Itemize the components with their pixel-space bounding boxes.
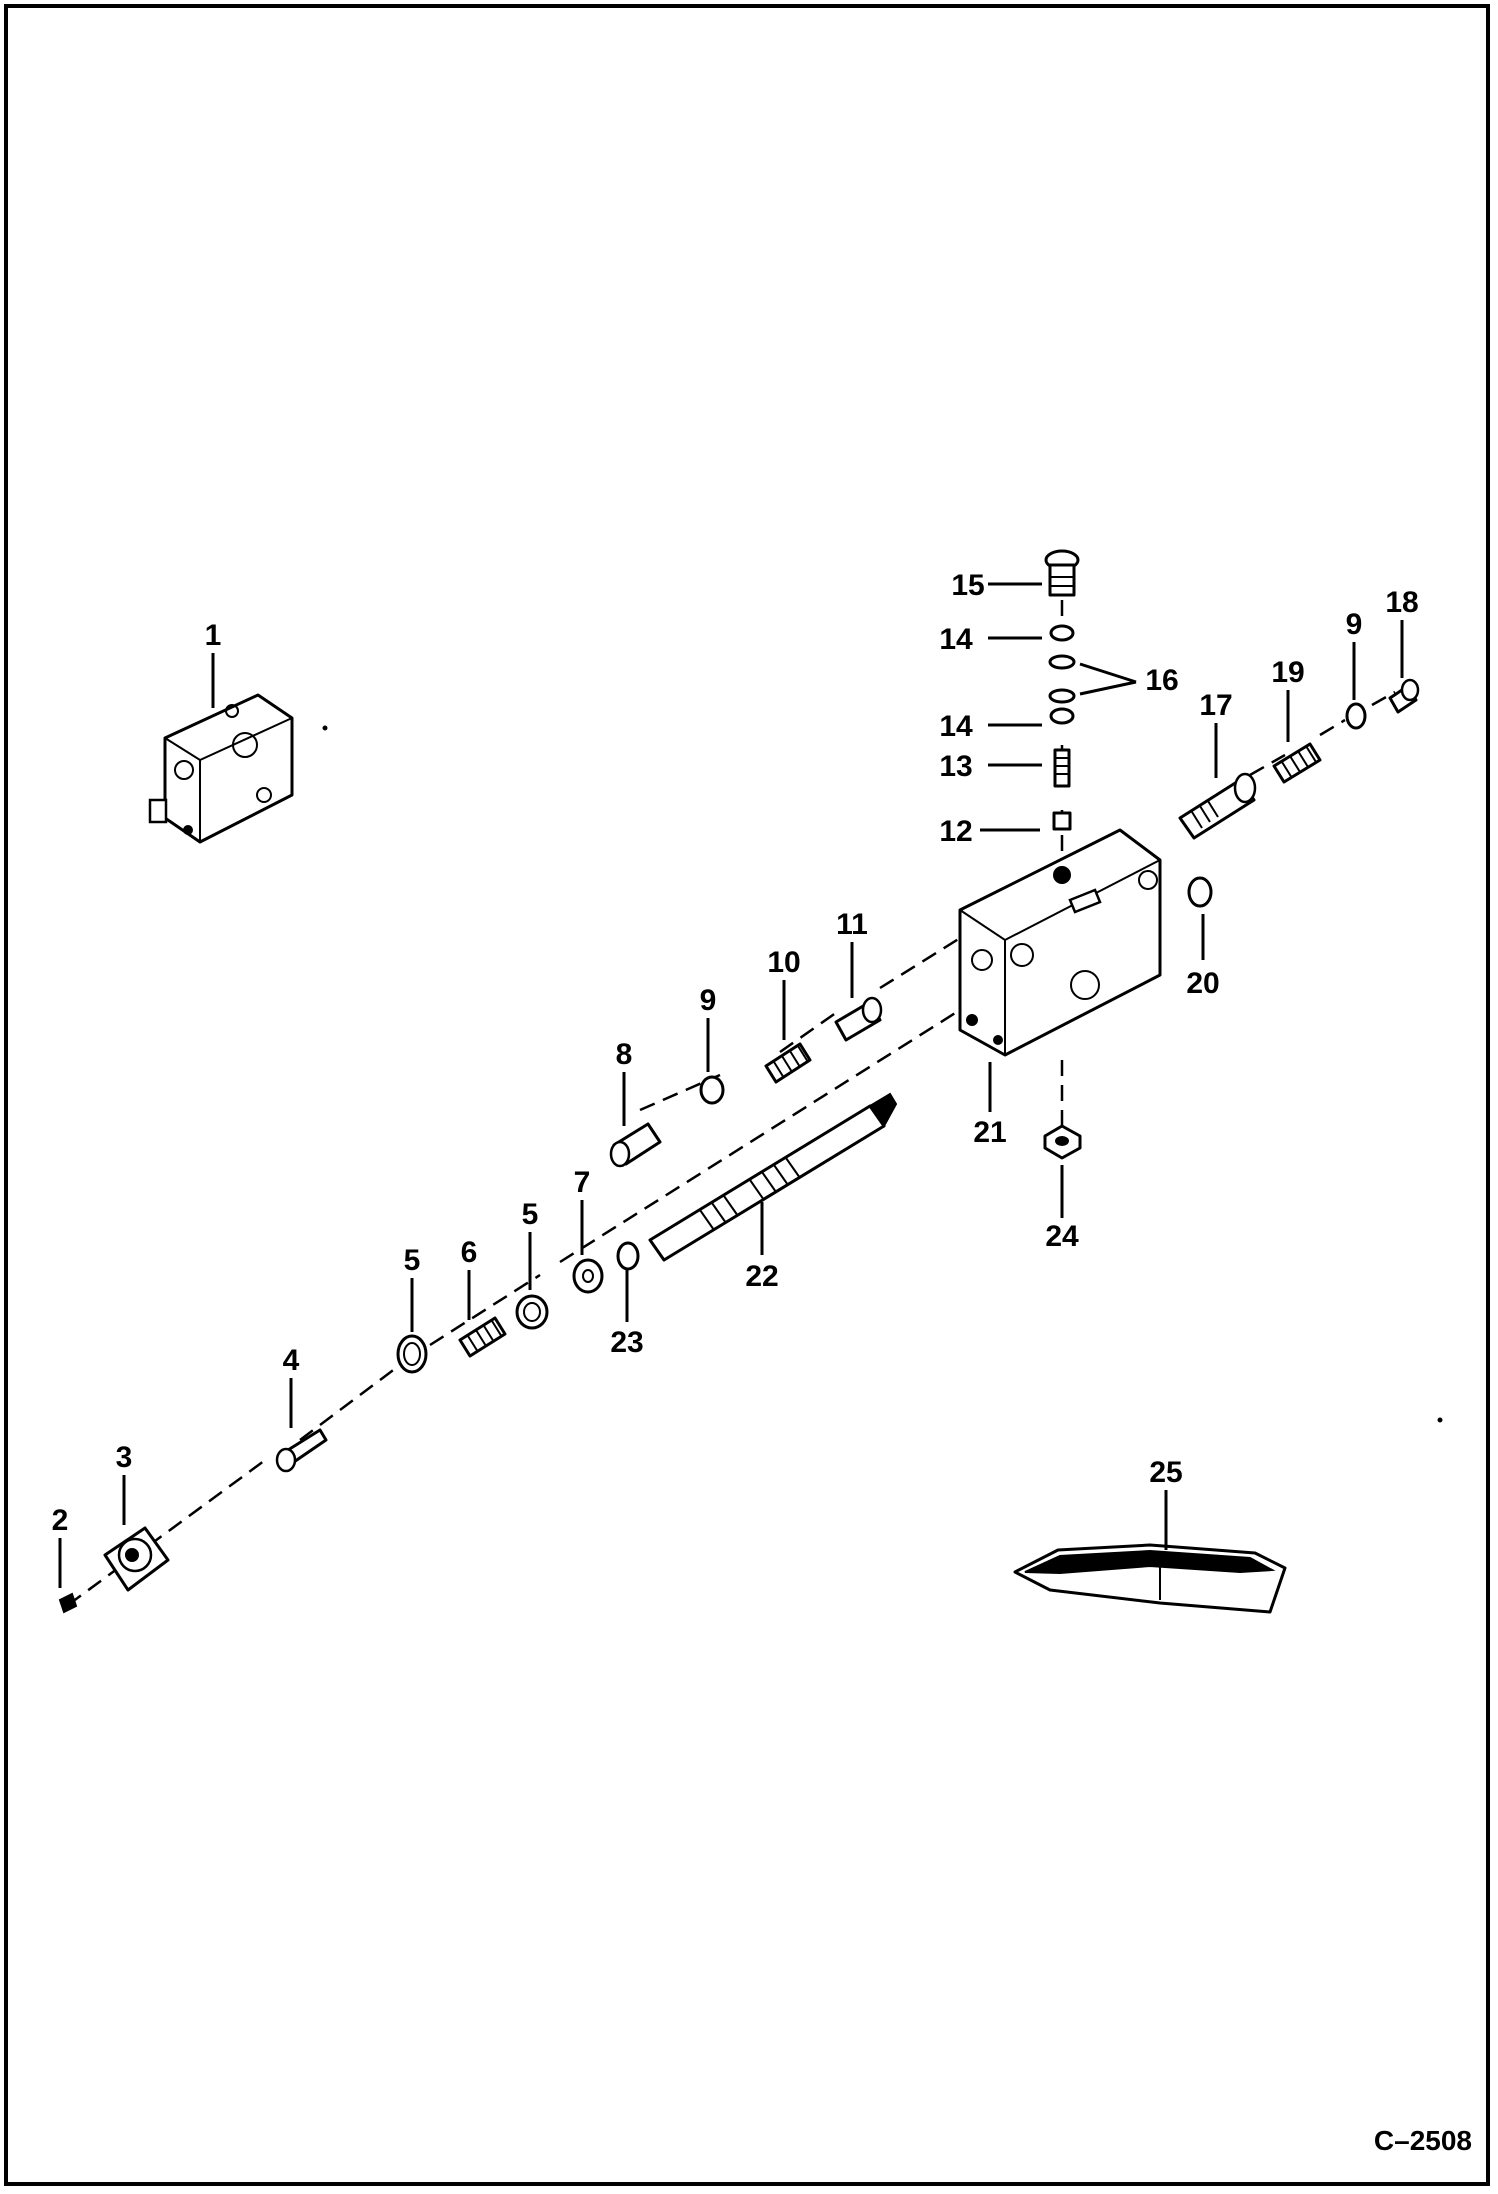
callout-9-right: 9 bbox=[1346, 608, 1363, 641]
speck bbox=[322, 725, 328, 731]
callout-5-left: 5 bbox=[404, 1244, 421, 1277]
callout-23: 23 bbox=[610, 1326, 643, 1359]
spring-13 bbox=[1053, 748, 1071, 788]
leader-lines bbox=[58, 582, 1404, 1588]
callout-8: 8 bbox=[616, 1038, 633, 1071]
cap bbox=[103, 1526, 170, 1592]
poppet bbox=[834, 996, 883, 1042]
o-ring-23 bbox=[616, 1241, 640, 1271]
spring-seat-right bbox=[515, 1294, 549, 1330]
plug-12 bbox=[1052, 811, 1072, 831]
callout-13: 13 bbox=[939, 750, 972, 783]
o-rings-16 bbox=[1048, 654, 1076, 704]
washer bbox=[572, 1258, 604, 1294]
diagram-frame bbox=[4, 4, 1490, 2186]
plug-8 bbox=[609, 1122, 662, 1168]
callout-18: 18 bbox=[1385, 586, 1418, 619]
callout-7: 7 bbox=[574, 1166, 591, 1199]
spring-10 bbox=[764, 1042, 812, 1084]
valve-section-assembly bbox=[148, 693, 294, 844]
washer-14-lower bbox=[1049, 707, 1075, 725]
screw bbox=[58, 1592, 78, 1614]
callout-15: 15 bbox=[951, 569, 984, 602]
callout-24: 24 bbox=[1045, 1220, 1079, 1253]
callout-6: 6 bbox=[461, 1236, 478, 1269]
washer-14-upper bbox=[1049, 624, 1075, 642]
speck bbox=[1437, 1417, 1443, 1423]
callout-2: 2 bbox=[52, 1504, 69, 1537]
callout-14-lower: 14 bbox=[939, 710, 973, 743]
callout-14-upper: 14 bbox=[939, 623, 973, 656]
callout-4: 4 bbox=[283, 1344, 300, 1377]
callout-11: 11 bbox=[836, 908, 868, 941]
callout-25: 25 bbox=[1149, 1456, 1182, 1489]
callout-16: 16 bbox=[1145, 664, 1178, 697]
callout-9-left: 9 bbox=[700, 984, 717, 1017]
spring-6 bbox=[458, 1316, 507, 1358]
callout-19: 19 bbox=[1271, 656, 1304, 689]
decal bbox=[1013, 1543, 1287, 1614]
callout-5-right: 5 bbox=[522, 1198, 539, 1231]
figure-code: C–2508 bbox=[1374, 2125, 1472, 2156]
callout-21: 21 bbox=[973, 1116, 1006, 1149]
callout-20: 20 bbox=[1186, 967, 1219, 1000]
callout-10: 10 bbox=[767, 946, 800, 979]
bolt-18 bbox=[1388, 678, 1420, 714]
o-ring-9-right bbox=[1345, 702, 1367, 730]
callout-22: 22 bbox=[745, 1260, 778, 1293]
o-ring-9-left bbox=[699, 1075, 725, 1105]
callout-3: 3 bbox=[116, 1441, 133, 1474]
callout-1: 1 bbox=[205, 619, 222, 652]
cap-plug bbox=[1044, 549, 1080, 597]
callout-12: 12 bbox=[939, 815, 972, 848]
o-ring-20 bbox=[1187, 876, 1213, 908]
relief-cartridge bbox=[1178, 772, 1257, 840]
bolt bbox=[275, 1428, 328, 1473]
spool bbox=[648, 1092, 898, 1262]
nut bbox=[1043, 1124, 1082, 1160]
callout-17: 17 bbox=[1199, 689, 1232, 722]
callout-labels: 1 2 3 4 5 5 6 7 8 9 9 10 11 12 13 14 14 … bbox=[52, 569, 1419, 1537]
valve-body bbox=[958, 828, 1162, 1057]
spring-seat-left bbox=[396, 1334, 428, 1374]
spring-19 bbox=[1272, 742, 1322, 784]
